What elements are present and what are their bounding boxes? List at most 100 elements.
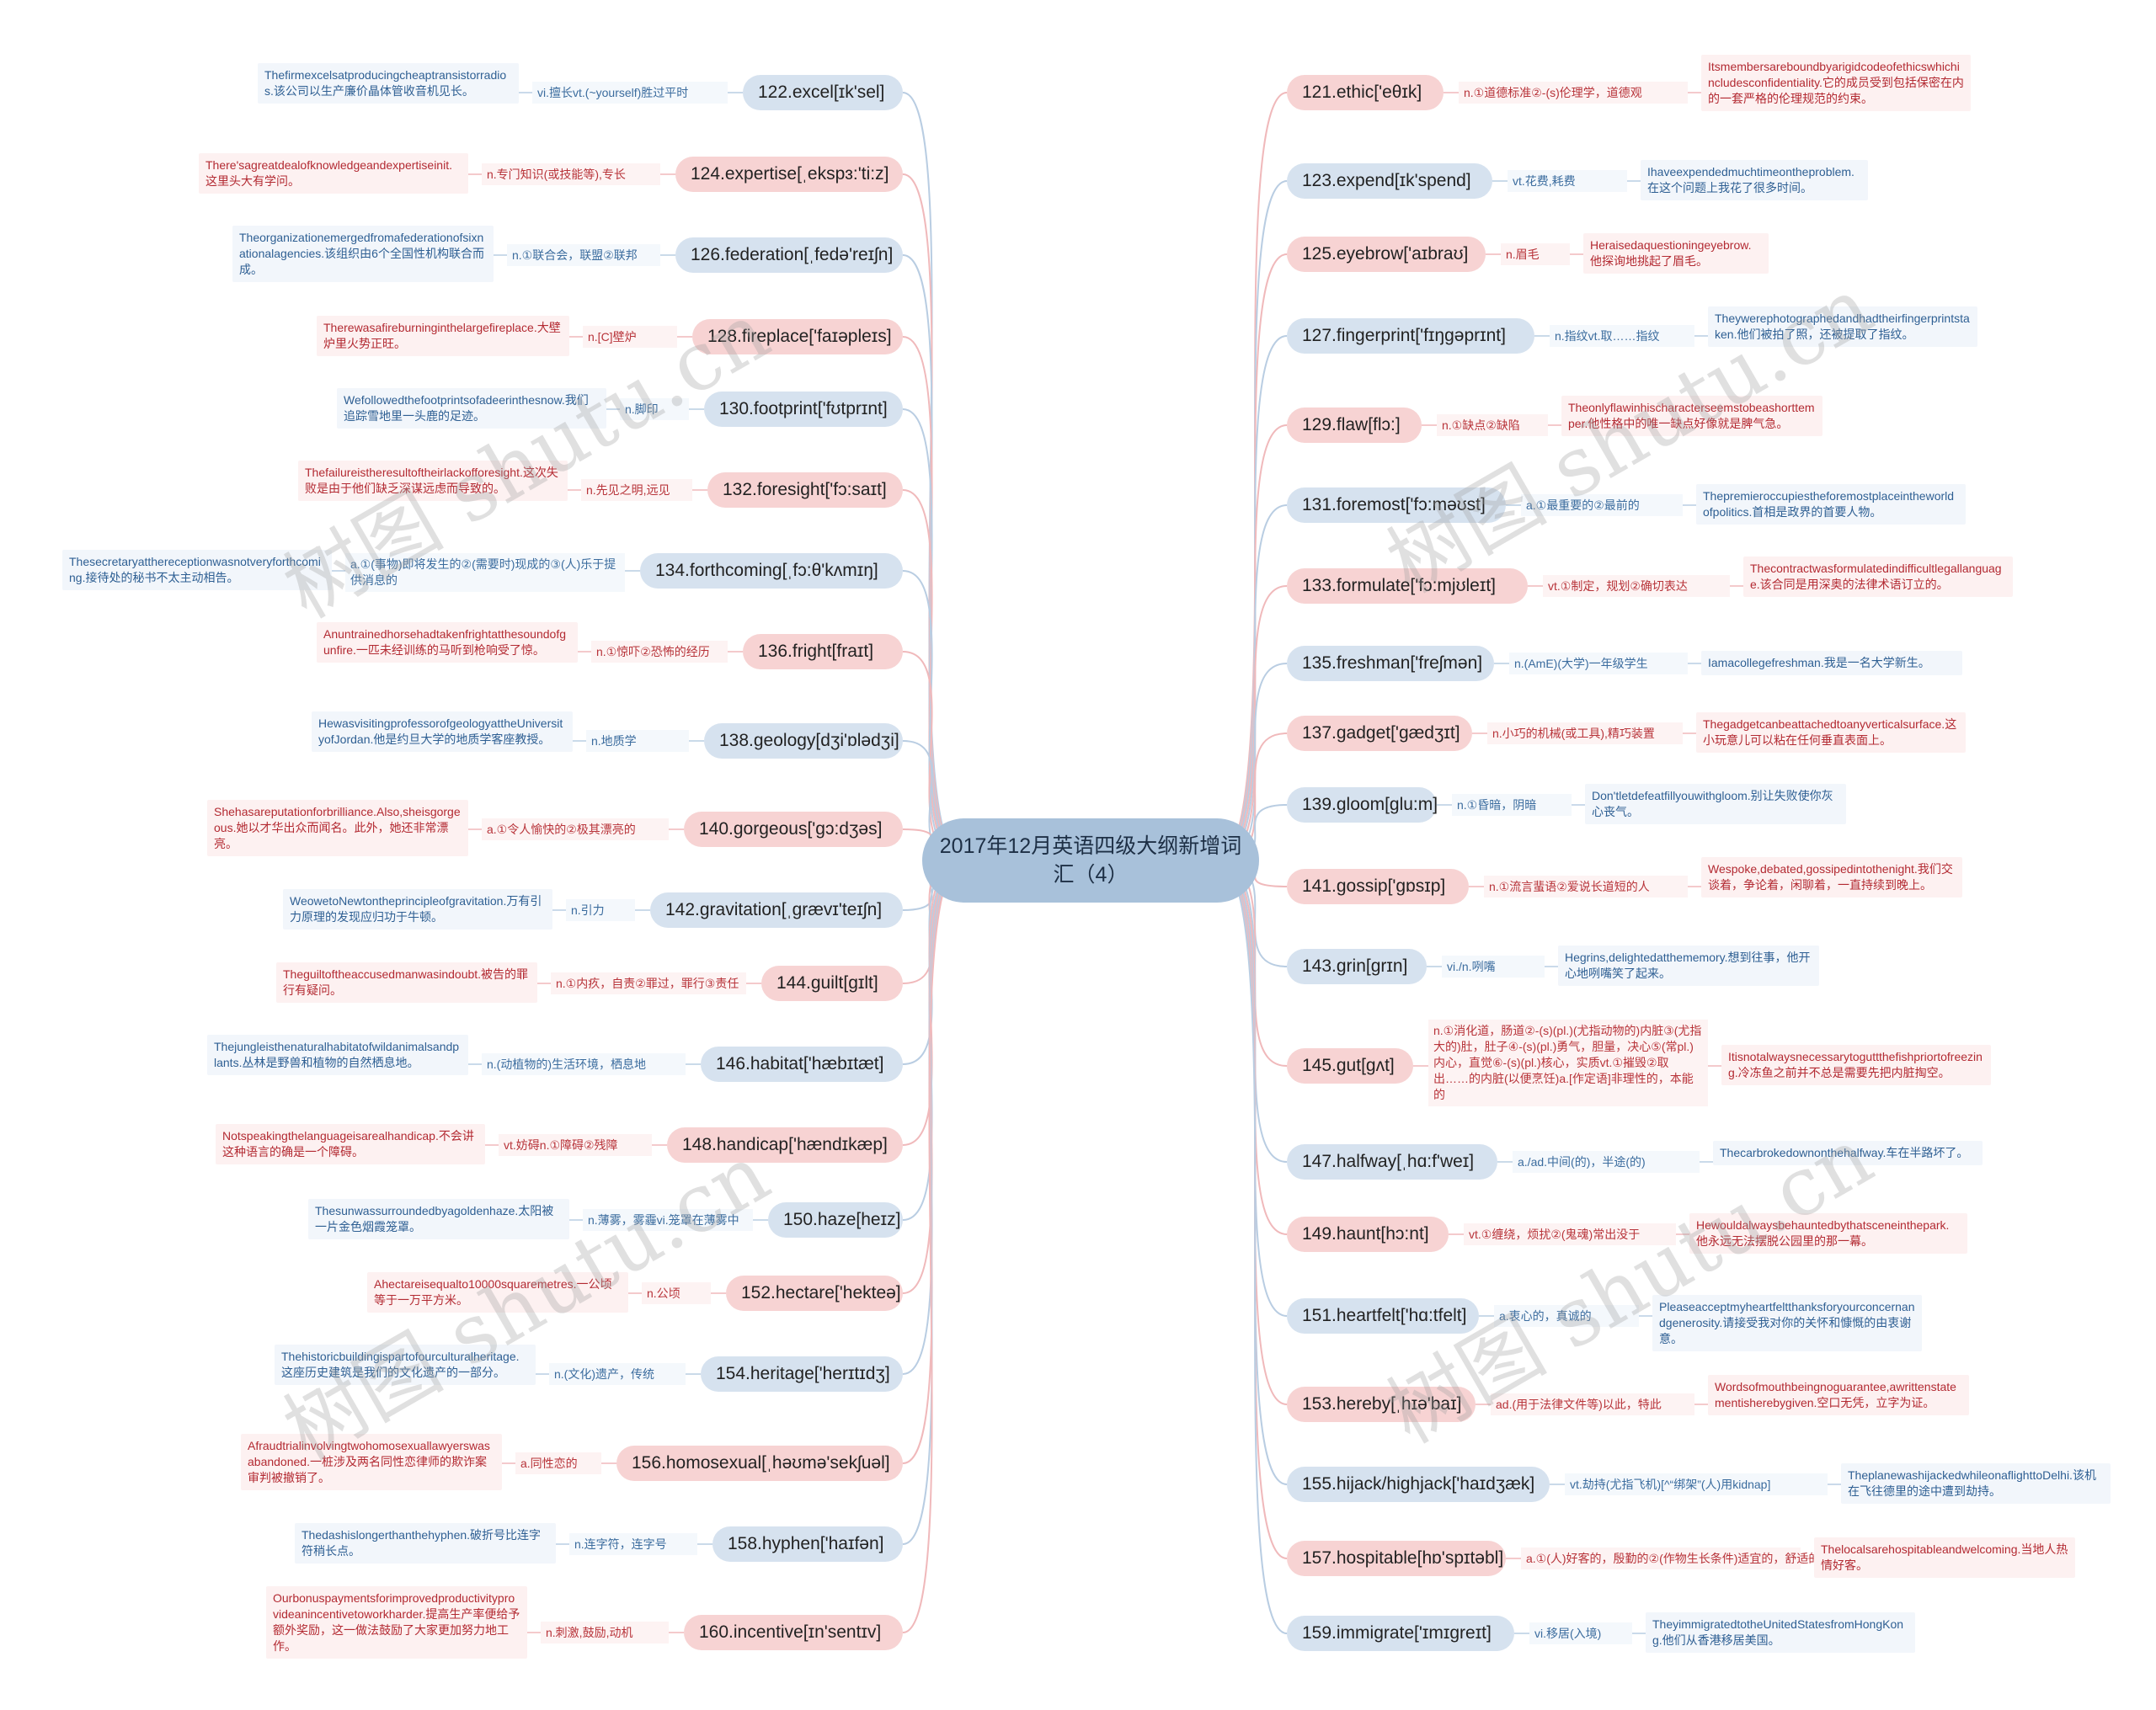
- example-sentence: Itisnotalwaysnecessarytoguttthefishprior…: [1721, 1045, 1991, 1085]
- definition-label: n.公顷: [642, 1282, 711, 1304]
- definition-label: n.(AmE)(大学)一年级学生: [1509, 653, 1688, 674]
- example-sentence: Afraudtrialinvolvingtwohomosexuallawyers…: [241, 1434, 502, 1490]
- example-sentence: Don'tletdefeatfillyouwithgloom.别让失败使你灰心丧…: [1585, 784, 1846, 824]
- word-node[interactable]: 158.hyphen['haɪfən]: [712, 1526, 903, 1562]
- example-sentence: Hegrins,delightedatthememory.想到往事，他开心地咧嘴…: [1558, 946, 1819, 986]
- definition-label: n.[C]壁炉: [583, 326, 677, 348]
- word-node[interactable]: 126.federation[ˌfedə'reɪʃn]: [675, 237, 903, 273]
- word-node[interactable]: 148.handicap['hændɪkæp]: [667, 1127, 903, 1163]
- definition-label: n.①流言蜚语②爱说长道短的人: [1484, 876, 1688, 898]
- definition-label: vi.移居(入境): [1529, 1622, 1632, 1644]
- definition-label: n.地质学: [586, 730, 689, 752]
- example-sentence: TheplanewashijackedwhileonaflighttoDelhi…: [1841, 1463, 2111, 1504]
- word-node[interactable]: 157.hospitable[hɒ'spɪtəbl]: [1287, 1541, 1506, 1576]
- word-node[interactable]: 125.eyebrow['aɪbraʊ]: [1287, 237, 1486, 272]
- example-sentence: Theonlyflawinhischaracterseemstobeashort…: [1561, 396, 1822, 436]
- word-node[interactable]: 135.freshman['freʃmən]: [1287, 646, 1494, 681]
- example-sentence: Thecarbrokedownonthehalfway.车在半路坏了。: [1713, 1141, 1983, 1165]
- word-node[interactable]: 136.fright[fraɪt]: [743, 634, 903, 669]
- word-node[interactable]: 127.fingerprint['fɪŋgəprɪnt]: [1287, 318, 1534, 354]
- definition-label: vt.①制定，规划②确切表达: [1543, 575, 1730, 597]
- example-sentence: Ihaveexpendedmuchtimeontheproblem.在这个问题上…: [1641, 160, 1868, 200]
- word-node[interactable]: 153.hereby[ˌhɪə'baɪ]: [1287, 1387, 1476, 1422]
- word-node[interactable]: 133.formulate['fɔ:mjʊleɪt]: [1287, 568, 1528, 604]
- word-node[interactable]: 129.flaw[flɔ:]: [1287, 408, 1422, 443]
- word-node[interactable]: 152.hectare['hekteə]: [726, 1276, 903, 1311]
- word-node[interactable]: 132.foresight['fɔ:saɪt]: [707, 472, 903, 508]
- definition-label: vt.劫持(尤指飞机)[^“绑架”(人)用kidnap]: [1565, 1473, 1828, 1495]
- example-sentence: Theguiltoftheaccusedmanwasindoubt.被告的罪行有…: [276, 962, 537, 1003]
- definition-label: n.(文化)遗产，传统: [549, 1363, 686, 1385]
- example-sentence: There'sagreatdealofknowledgeandexpertise…: [199, 153, 468, 194]
- example-sentence: Ahectareisequalto10000squaremetres.一公顷等于…: [367, 1272, 628, 1313]
- word-node[interactable]: 128.fireplace['faɪəpleɪs]: [692, 319, 903, 354]
- central-topic[interactable]: 2017年12月英语四级大纲新增词汇（4）: [922, 818, 1259, 903]
- definition-label: a.①(事物)即将发生的②(需要时)现成的③(人)乐于提供消息的: [345, 553, 625, 592]
- word-node[interactable]: 139.gloom[glu:m]: [1287, 787, 1438, 823]
- definition-label: n.①惊吓②恐怖的经历: [591, 641, 728, 663]
- definition-label: n.①昏暗，阴暗: [1452, 794, 1572, 816]
- word-node[interactable]: 151.heartfelt['hɑ:tfelt]: [1287, 1298, 1479, 1334]
- word-node[interactable]: 143.grin[grɪn]: [1287, 949, 1427, 984]
- definition-label: n.眉毛: [1501, 243, 1570, 265]
- example-sentence: Thelocalsarehospitableandwelcoming.当地人热情…: [1814, 1537, 2075, 1578]
- word-node[interactable]: 121.ethic['eθɪk]: [1287, 75, 1444, 110]
- word-node[interactable]: 140.gorgeous['gɔ:dʒəs]: [684, 812, 903, 847]
- word-node[interactable]: 134.forthcoming[ˌfɔ:θ'kʌmɪŋ]: [640, 553, 903, 589]
- example-sentence: Wespoke,debated,gossipedintothenight.我们交…: [1701, 857, 1962, 898]
- example-sentence: Thefirmexcelsatproducingcheaptransistorr…: [258, 63, 519, 104]
- word-node[interactable]: 154.heritage['herɪtɪdʒ]: [701, 1356, 903, 1392]
- definition-label: n.薄雾，雾霾vi.笼罩在薄雾中: [583, 1209, 753, 1231]
- definition-label: a./ad.中间(的)，半途(的): [1513, 1151, 1700, 1173]
- example-sentence: Wordsofmouthbeingnoguarantee,awrittensta…: [1708, 1375, 1969, 1415]
- definition-label: n.连字符，连字号: [569, 1533, 697, 1555]
- word-node[interactable]: 149.haunt[hɔ:nt]: [1287, 1217, 1449, 1252]
- example-sentence: Thesunwassurroundedbyagoldenhaze.太阳被一片金色…: [308, 1199, 569, 1239]
- definition-label: a.①(人)好客的，殷勤的②(作物生长条件)适宜的，舒适的: [1521, 1548, 1820, 1569]
- word-node[interactable]: 156.homosexual[ˌhəʊmə'sekʃuəl]: [616, 1446, 903, 1481]
- definition-label: n.①联合会，联盟②联邦: [507, 244, 660, 266]
- word-node[interactable]: 147.halfway[ˌhɑ:f'weɪ]: [1287, 1144, 1497, 1180]
- branch-line: [902, 860, 965, 1633]
- definition-label: n.引力: [566, 899, 635, 921]
- word-node[interactable]: 131.foremost['fɔ:məʊst]: [1287, 487, 1506, 523]
- definition-label: n.刺激,鼓励,动机: [541, 1622, 669, 1643]
- definition-label: a.①最重要的②最前的: [1521, 494, 1683, 516]
- word-node[interactable]: 124.expertise[ˌekspɜ:'ti:z]: [675, 157, 903, 192]
- word-node[interactable]: 160.incentive[ɪn'sentɪv]: [684, 1615, 903, 1650]
- word-node[interactable]: 146.habitat['hæbɪtæt]: [701, 1047, 903, 1082]
- word-node[interactable]: 141.gossip['gɒsɪp]: [1287, 869, 1469, 904]
- word-node[interactable]: 144.guilt[gɪlt]: [761, 966, 903, 1001]
- example-sentence: Thefailureistheresultoftheirlackofforesi…: [298, 461, 568, 501]
- word-node[interactable]: 137.gadget['gædʒɪt]: [1287, 716, 1472, 751]
- definition-label: n.①消化道，肠道②-(s)(pl.)(尤指动物的)内脏③(尤指大的)肚，肚子④…: [1428, 1020, 1708, 1106]
- word-node[interactable]: 159.immigrate['ɪmɪgreɪt]: [1287, 1616, 1514, 1651]
- word-node[interactable]: 138.geology[dʒi'ɒlədʒi]: [704, 723, 903, 759]
- word-node[interactable]: 122.excel[ɪk'sel]: [743, 75, 903, 110]
- example-sentence: Iamacollegefreshman.我是一名大学新生。: [1701, 651, 1962, 675]
- example-sentence: Heraisedaquestioningeyebrow.他探询地挑起了眉毛。: [1583, 233, 1769, 274]
- example-sentence: Ourbonuspaymentsforimprovedproductivityp…: [266, 1586, 527, 1659]
- example-sentence: Therewasafireburninginthelargefireplace.…: [317, 316, 569, 356]
- example-sentence: Thegadgetcanbeattachedtoanyverticalsurfa…: [1696, 712, 1966, 753]
- definition-label: n.脚印: [620, 398, 689, 420]
- word-node[interactable]: 155.hijack/highjack['haɪdʒæk]: [1287, 1467, 1550, 1502]
- example-sentence: Wefollowedthefootprintsofadeerinthesnow.…: [337, 388, 606, 429]
- word-node[interactable]: 130.footprint['fʊtprɪnt]: [704, 392, 903, 427]
- example-sentence: HewasvisitingprofessorofgeologyattheUniv…: [312, 711, 573, 752]
- word-node[interactable]: 142.gravitation[ˌgrævɪ'teɪʃn]: [650, 892, 903, 928]
- word-node[interactable]: 145.gut[gʌt]: [1287, 1048, 1413, 1084]
- definition-label: n.专门知识(或技能等),专长: [482, 163, 660, 185]
- definition-label: ad.(用于法律文件等)以此，特此: [1491, 1393, 1694, 1415]
- example-sentence: TheyimmigratedtotheUnitedStatesfromHongK…: [1646, 1612, 1915, 1653]
- definition-label: vi.擅长vt.(~yourself)胜过平时: [532, 82, 728, 104]
- branch-line: [902, 92, 965, 861]
- word-node[interactable]: 150.haze[heɪz]: [768, 1202, 903, 1238]
- definition-label: vt.妨碍n.①障碍②残障: [499, 1134, 652, 1156]
- definition-label: n.先见之明,远见: [581, 479, 692, 501]
- word-node[interactable]: 123.expend[ɪk'spend]: [1287, 163, 1492, 199]
- example-sentence: Anuntrainedhorsehadtakenfrightatthesound…: [317, 622, 578, 663]
- definition-label: vi./n.咧嘴: [1442, 956, 1545, 978]
- branch-line: [1216, 860, 1288, 1634]
